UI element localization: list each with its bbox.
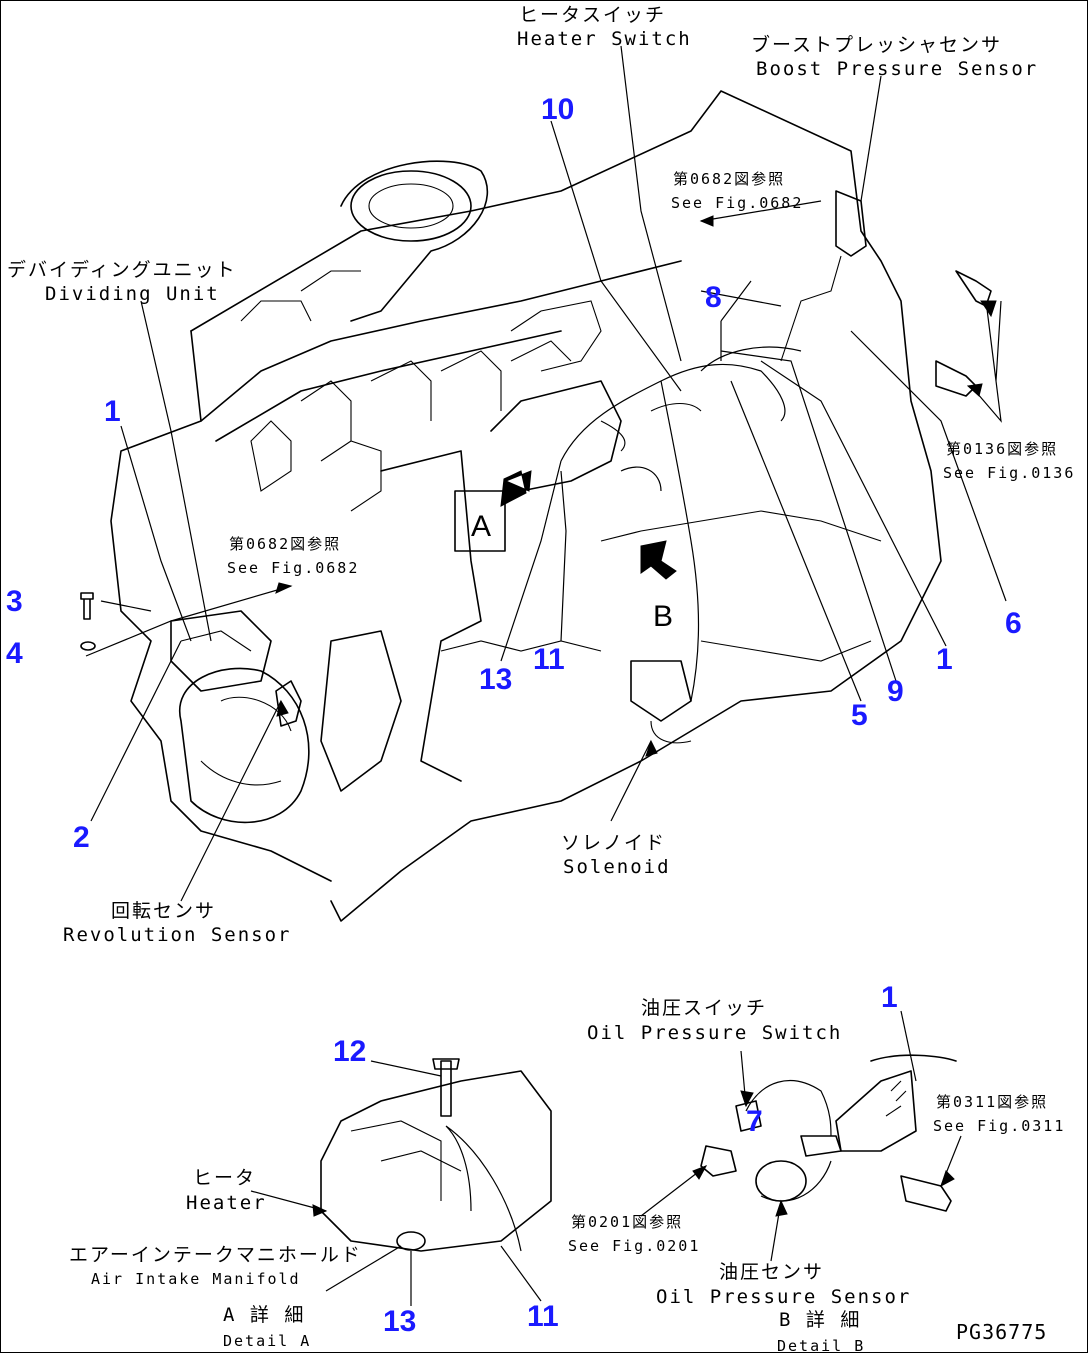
detail-b-label-en: Detail B [777,1337,865,1354]
heater-switch-label-jp: ヒータスイッチ [519,4,666,26]
callout-1-main-right: 1 [936,643,953,676]
see-0201-en: See Fig.0201 [568,1237,700,1255]
callout-numbers: 10 8 1 3 4 6 1 13 11 9 5 2 1 12 7 13 11 [6,93,1022,1338]
see-0311-jp: 第0311図参照 [936,1093,1048,1111]
callout-2: 2 [73,821,90,854]
callout-11-main: 11 [533,643,565,676]
heater-label-en: Heater [186,1192,267,1214]
callout-3: 3 [6,585,23,618]
component-labels: ヒータスイッチ Heater Switch ブーストプレッシャセンサ Boost… [7,4,1075,1354]
air-intake-label-en: Air Intake Manifold [91,1270,301,1288]
detail-b-drawing [700,1054,957,1212]
see-0136-en: See Fig.0136 [943,464,1075,482]
see-0136-jp: 第0136図参照 [946,440,1058,458]
view-b-marker: B [653,600,673,633]
dividing-unit-label-en: Dividing Unit [45,283,220,305]
bolt-washer-parts [80,592,96,651]
engine-drawing [110,90,992,922]
heater-switch-label-en: Heater Switch [517,28,692,50]
oil-sensor-label-jp: 油圧センサ [719,1261,824,1283]
solenoid-label-en: Solenoid [563,856,671,878]
detail-a-label-jp: A 詳 細 [223,1304,305,1326]
oil-pressure-switch-label-jp: 油圧スイッチ [641,997,767,1019]
revolution-sensor-label-jp: 回転センサ [111,900,216,922]
leader-lines [85,45,1007,1306]
callout-12: 12 [333,1035,366,1068]
callout-10: 10 [541,93,574,126]
detail-a-label-en: Detail A [223,1332,311,1350]
oil-pressure-switch-label-en: Oil Pressure Switch [587,1022,842,1044]
callout-1-detail-b: 1 [881,981,898,1014]
see-0682-top-jp: 第0682図参照 [673,170,785,188]
revolution-sensor-label-en: Revolution Sensor [63,924,291,946]
callout-9: 9 [887,675,904,708]
oil-sensor-label-en: Oil Pressure Sensor [656,1286,911,1308]
callout-5: 5 [851,699,868,732]
callout-7: 7 [746,1105,763,1138]
solenoid-label-jp: ソレノイド [561,832,666,854]
boost-sensor-label-jp: ブーストプレッシャセンサ [751,33,1002,56]
see-0311-en: See Fig.0311 [933,1117,1065,1135]
callout-8: 8 [705,281,722,314]
see-0201-jp: 第0201図参照 [571,1213,683,1231]
see-0682-top-en: See Fig.0682 [671,194,803,212]
callout-11-detail-a: 11 [527,1300,559,1333]
dividing-unit-label-jp: デバイディングユニット [7,259,237,281]
see-0682-left-en: See Fig.0682 [227,559,359,577]
detail-a-drawing [320,1058,552,1252]
callout-13-detail-a: 13 [383,1305,416,1338]
callout-13-main: 13 [479,663,512,696]
callout-6: 6 [1005,607,1022,640]
callout-4: 4 [6,637,23,670]
boost-sensor-label-en: Boost Pressure Sensor [756,58,1038,80]
see-0682-left-jp: 第0682図参照 [229,535,341,553]
drawing-code: PG36775 [956,1320,1047,1344]
view-a-marker: A [471,510,491,543]
detail-b-label-jp: B 詳 細 [779,1309,861,1331]
callout-1-main-left: 1 [104,395,121,428]
heater-label-jp: ヒータ [193,1167,256,1189]
air-intake-label-jp: エアーインテークマニホールド [69,1244,362,1266]
